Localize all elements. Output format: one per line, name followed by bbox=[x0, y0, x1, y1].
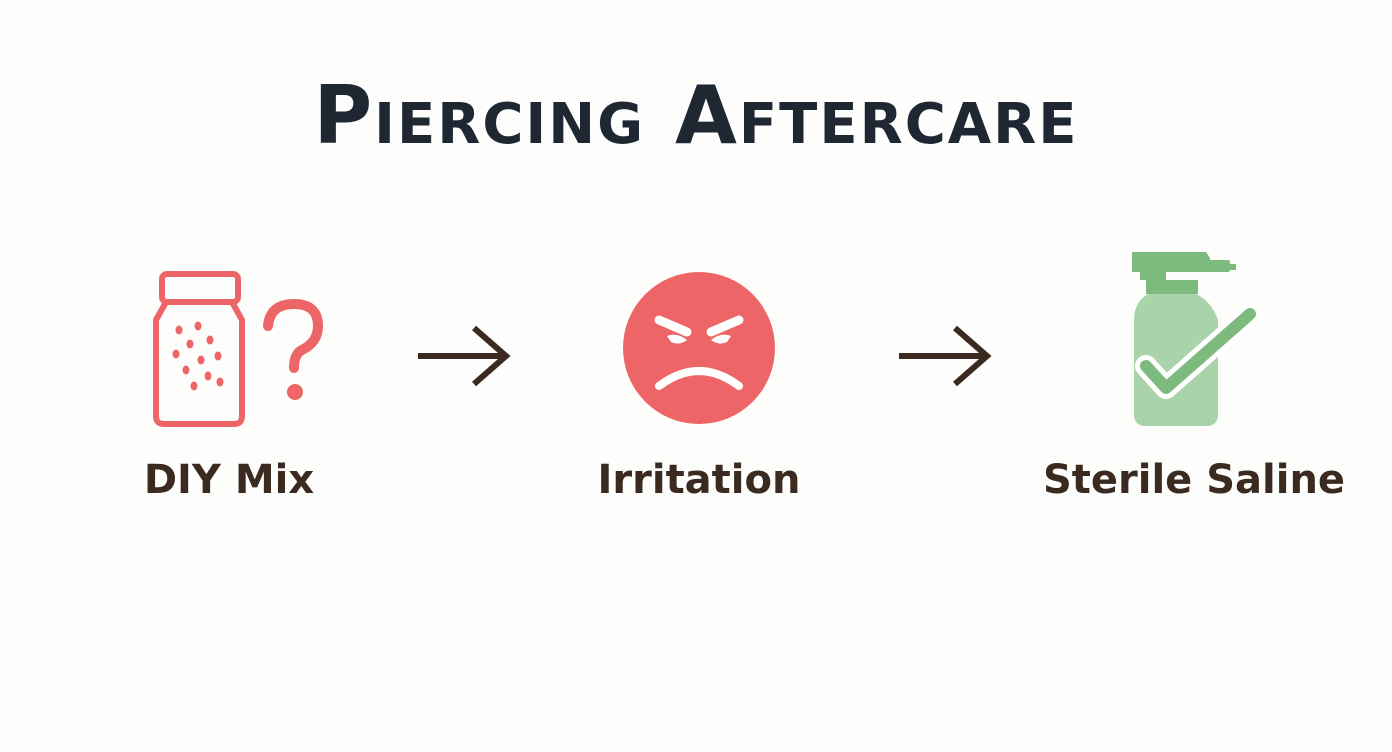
arrow-right-icon bbox=[418, 325, 511, 387]
step-label-diy-mix: DIY Mix bbox=[143, 457, 315, 503]
arrow-right-icon bbox=[899, 325, 992, 387]
step-label-sterile-saline: Sterile Saline bbox=[1042, 457, 1346, 503]
step-label-irritation: Irritation bbox=[597, 457, 801, 503]
salt-jar-question-icon bbox=[153, 271, 324, 427]
page-title: Piercing Aftercare bbox=[313, 69, 1079, 162]
angry-face-icon bbox=[623, 272, 775, 424]
spray-bottle-check-icon bbox=[1132, 252, 1261, 426]
